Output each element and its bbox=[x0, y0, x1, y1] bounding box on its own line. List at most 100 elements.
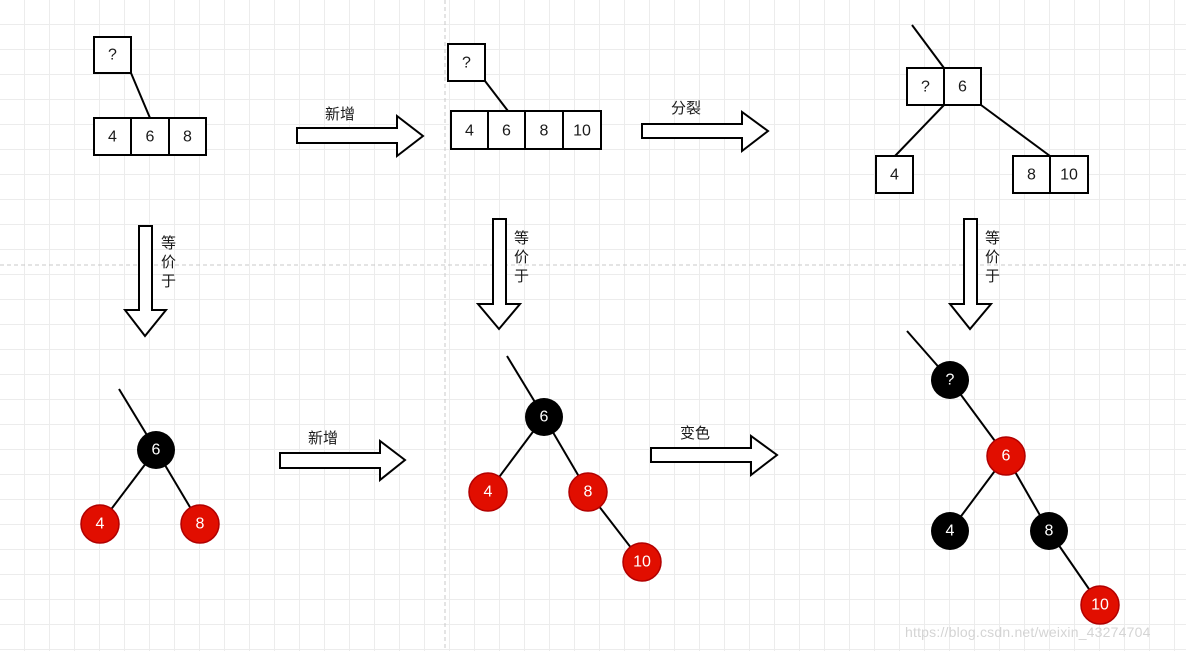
rbtree-stage-3: ? 6 4 8 10 bbox=[906, 330, 1120, 625]
right-arrow-icon bbox=[296, 113, 425, 159]
node-key: 4 bbox=[484, 484, 493, 501]
btree2-key-box bbox=[450, 110, 489, 150]
btree-stage-2: ? 4 6 8 10 bbox=[447, 43, 602, 150]
node-key: 6 bbox=[152, 442, 161, 459]
btree3-left-key: 4 bbox=[890, 167, 899, 184]
tree-node-black: 6 bbox=[137, 431, 175, 469]
node-key: 10 bbox=[1091, 597, 1109, 614]
btree1-key: 6 bbox=[146, 129, 155, 146]
node-key: 8 bbox=[584, 484, 593, 501]
arrow-label-equivalent: 价 bbox=[514, 249, 529, 266]
tree-node-red: 4 bbox=[468, 472, 508, 512]
tree-node-black: 4 bbox=[931, 512, 969, 550]
rbtree-stage-1: 6 4 8 bbox=[80, 388, 220, 544]
watermark: https://blog.csdn.net/weixin_43274704 bbox=[905, 624, 1151, 640]
btree3-right-box bbox=[1012, 155, 1051, 194]
btree2-parent-box bbox=[447, 43, 486, 82]
down-arrow-icon bbox=[122, 225, 169, 338]
arrow-add-top: 新增 bbox=[296, 106, 425, 159]
node-circle bbox=[568, 472, 608, 512]
btree3-root-box bbox=[906, 67, 945, 106]
tree-node-black: ? bbox=[931, 361, 969, 399]
btree3-root-key: ? bbox=[921, 79, 930, 96]
node-circle bbox=[80, 504, 120, 544]
tree-node-red: 10 bbox=[1080, 585, 1120, 625]
btree1-parent-key: ? bbox=[108, 47, 117, 64]
right-arrow-icon bbox=[279, 438, 407, 483]
tree-node-red: 8 bbox=[180, 504, 220, 544]
node-circle bbox=[1030, 512, 1068, 550]
arrow-label-add: 新增 bbox=[308, 430, 338, 447]
arrow-label-recolor: 变色 bbox=[680, 425, 710, 442]
arrow-label-add: 新增 bbox=[325, 106, 355, 123]
btree1-key: 4 bbox=[108, 129, 117, 146]
btree2-parent-edge bbox=[484, 80, 509, 112]
btree1-key-box bbox=[93, 117, 132, 156]
arrow-equivalent-1: 等 价 于 bbox=[122, 225, 176, 338]
node-key: 6 bbox=[1002, 448, 1011, 465]
btree3-left-edge bbox=[894, 104, 945, 157]
arrow-label-equivalent: 于 bbox=[514, 268, 529, 285]
btree2-key: 6 bbox=[502, 123, 511, 140]
btree3-right-box bbox=[1049, 155, 1089, 194]
btree3-root-parent-edge bbox=[911, 24, 945, 69]
btree1-parent-edge bbox=[130, 72, 151, 119]
node-circle bbox=[137, 431, 175, 469]
node-circle bbox=[931, 361, 969, 399]
btree3-right-key: 8 bbox=[1027, 167, 1036, 184]
btree3-root-key: 6 bbox=[958, 79, 967, 96]
btree-stage-1: ? 4 6 8 bbox=[93, 36, 207, 156]
arrow-label-equivalent: 于 bbox=[985, 268, 1000, 285]
tree-node-red: 8 bbox=[568, 472, 608, 512]
node-key: 4 bbox=[946, 523, 955, 540]
tree-node-red: 10 bbox=[622, 542, 662, 582]
right-arrow-icon bbox=[650, 434, 779, 478]
node-circle bbox=[931, 512, 969, 550]
btree3-right-key: 10 bbox=[1060, 167, 1078, 184]
arrow-label-equivalent: 价 bbox=[985, 249, 1000, 266]
arrow-equivalent-2: 等 价 于 bbox=[475, 218, 529, 331]
node-key: 8 bbox=[196, 516, 205, 533]
node-circle bbox=[1080, 585, 1120, 625]
node-circle bbox=[986, 436, 1026, 476]
arrow-label-equivalent: 等 bbox=[514, 229, 529, 247]
btree1-key-box bbox=[168, 117, 207, 156]
tree-node-red: 4 bbox=[80, 504, 120, 544]
arrow-label-split: 分裂 bbox=[671, 100, 701, 117]
arrow-equivalent-3: 等 价 于 bbox=[947, 218, 1000, 331]
tree-node-red: 6 bbox=[986, 436, 1026, 476]
node-key: 8 bbox=[1045, 523, 1054, 540]
arrow-add-bottom: 新增 bbox=[279, 430, 407, 483]
node-circle bbox=[180, 504, 220, 544]
node-key: ? bbox=[946, 372, 955, 389]
arrow-split: 分裂 bbox=[641, 100, 770, 154]
arrow-label-equivalent: 于 bbox=[161, 273, 176, 290]
down-arrow-icon bbox=[475, 218, 523, 331]
btree3-root-box bbox=[943, 67, 982, 106]
node-key: 10 bbox=[633, 554, 651, 571]
btree1-parent-box bbox=[93, 36, 132, 74]
btree2-key-box bbox=[562, 110, 602, 150]
btree2-key: 4 bbox=[465, 123, 474, 140]
btree2-key: 10 bbox=[573, 123, 591, 140]
btree-stage-3: ? 6 4 8 10 bbox=[875, 24, 1089, 194]
node-circle bbox=[622, 542, 662, 582]
arrow-label-equivalent: 等 bbox=[161, 234, 176, 252]
btree2-parent-key: ? bbox=[462, 55, 471, 72]
arrow-label-equivalent: 价 bbox=[161, 254, 176, 271]
btree3-left-box bbox=[875, 155, 914, 194]
arrow-label-equivalent: 等 bbox=[985, 229, 1000, 247]
down-arrow-icon bbox=[947, 218, 994, 331]
node-circle bbox=[525, 398, 563, 436]
node-key: 4 bbox=[96, 516, 105, 533]
node-key: 6 bbox=[540, 409, 549, 426]
btree1-key: 8 bbox=[183, 129, 192, 146]
tree-node-black: 6 bbox=[525, 398, 563, 436]
rbtree-stage-2: 6 4 8 10 bbox=[468, 355, 662, 582]
btree2-key-box bbox=[487, 110, 526, 150]
right-arrow-icon bbox=[641, 110, 770, 154]
arrow-recolor: 变色 bbox=[650, 425, 779, 478]
tree-node-black: 8 bbox=[1030, 512, 1068, 550]
